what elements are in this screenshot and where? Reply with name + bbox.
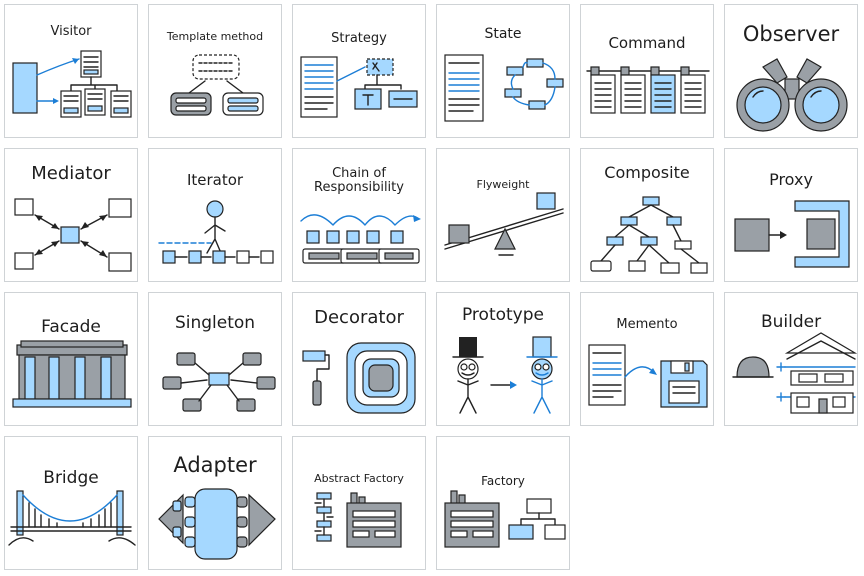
- iterator-icon: [158, 200, 274, 264]
- tile-bridge[interactable]: Bridge: [4, 436, 138, 570]
- chain-icon: [300, 214, 421, 264]
- tile-label: Facade: [41, 317, 101, 337]
- tile-label: Bridge: [43, 468, 99, 488]
- tile-observer[interactable]: Observer: [724, 4, 858, 138]
- tile-factory[interactable]: Factory: [436, 436, 570, 570]
- memento-icon: [588, 344, 708, 408]
- tile-label: Flyweight: [476, 178, 530, 191]
- adapter-icon: [158, 488, 276, 560]
- tile-adapter[interactable]: Adapter: [148, 436, 282, 570]
- binoculars-icon: [736, 58, 848, 132]
- tile-label: Chain of Responsibility: [314, 166, 404, 196]
- tile-decorator[interactable]: Decorator: [292, 292, 426, 426]
- tile-chain-of-responsibility[interactable]: Chain of Responsibility: [292, 148, 426, 282]
- tile-label: Composite: [604, 163, 690, 182]
- tile-label: Builder: [760, 312, 822, 332]
- proxy-icon: [734, 200, 850, 268]
- prototype-icon: [452, 336, 558, 414]
- builder-icon: [732, 332, 857, 414]
- tile-label: Observer: [742, 22, 840, 46]
- tile-iterator[interactable]: Iterator: [148, 148, 282, 282]
- command-icon: [586, 66, 710, 114]
- tile-label: Strategy: [331, 31, 387, 46]
- tile-label: Adapter: [173, 453, 257, 477]
- visitor-icon: [12, 50, 132, 118]
- singleton-icon: [162, 352, 276, 412]
- tile-composite[interactable]: Composite: [580, 148, 714, 282]
- tile-strategy[interactable]: Strategy: [292, 4, 426, 138]
- tree-icon: [590, 196, 708, 274]
- abstract-factory-icon: [314, 492, 402, 548]
- tile-prototype[interactable]: Prototype: [436, 292, 570, 426]
- tile-mediator[interactable]: Mediator: [4, 148, 138, 282]
- tile-label: Decorator: [314, 307, 404, 328]
- tile-label: Memento: [616, 317, 678, 332]
- tile-label: Abstract Factory: [314, 472, 404, 485]
- factory-icon: [444, 490, 566, 548]
- template-method-icon: [170, 54, 264, 116]
- building-icon: [12, 340, 132, 408]
- paint-roller-icon: [302, 342, 416, 414]
- tile-builder[interactable]: Builder: [724, 292, 858, 426]
- strategy-icon: [300, 56, 418, 118]
- bridge-icon: [8, 490, 136, 546]
- tile-label: Mediator: [31, 163, 111, 184]
- tile-visitor[interactable]: Visitor: [4, 4, 138, 138]
- tile-label: Singleton: [174, 313, 256, 333]
- tile-facade[interactable]: Facade: [4, 292, 138, 426]
- tile-label: Prototype: [461, 305, 544, 325]
- tile-command[interactable]: Command: [580, 4, 714, 138]
- tile-state[interactable]: State: [436, 4, 570, 138]
- tile-label: Command: [608, 34, 686, 52]
- tile-label: Iterator: [186, 171, 244, 189]
- tile-label: Proxy: [769, 170, 813, 189]
- tile-flyweight[interactable]: Flyweight: [436, 148, 570, 282]
- tile-label: State: [484, 26, 522, 42]
- tile-singleton[interactable]: Singleton: [148, 292, 282, 426]
- seesaw-icon: [444, 192, 564, 256]
- tile-abstract-factory[interactable]: Abstract Factory: [292, 436, 426, 570]
- state-icon: [444, 54, 564, 122]
- tile-label: Visitor: [50, 24, 92, 39]
- tile-proxy[interactable]: Proxy: [724, 148, 858, 282]
- mediator-icon: [14, 198, 132, 272]
- tile-template-method[interactable]: Template method: [148, 4, 282, 138]
- tile-label: Template method: [166, 30, 264, 43]
- tile-label: Factory: [481, 474, 525, 488]
- tile-memento[interactable]: Memento: [580, 292, 714, 426]
